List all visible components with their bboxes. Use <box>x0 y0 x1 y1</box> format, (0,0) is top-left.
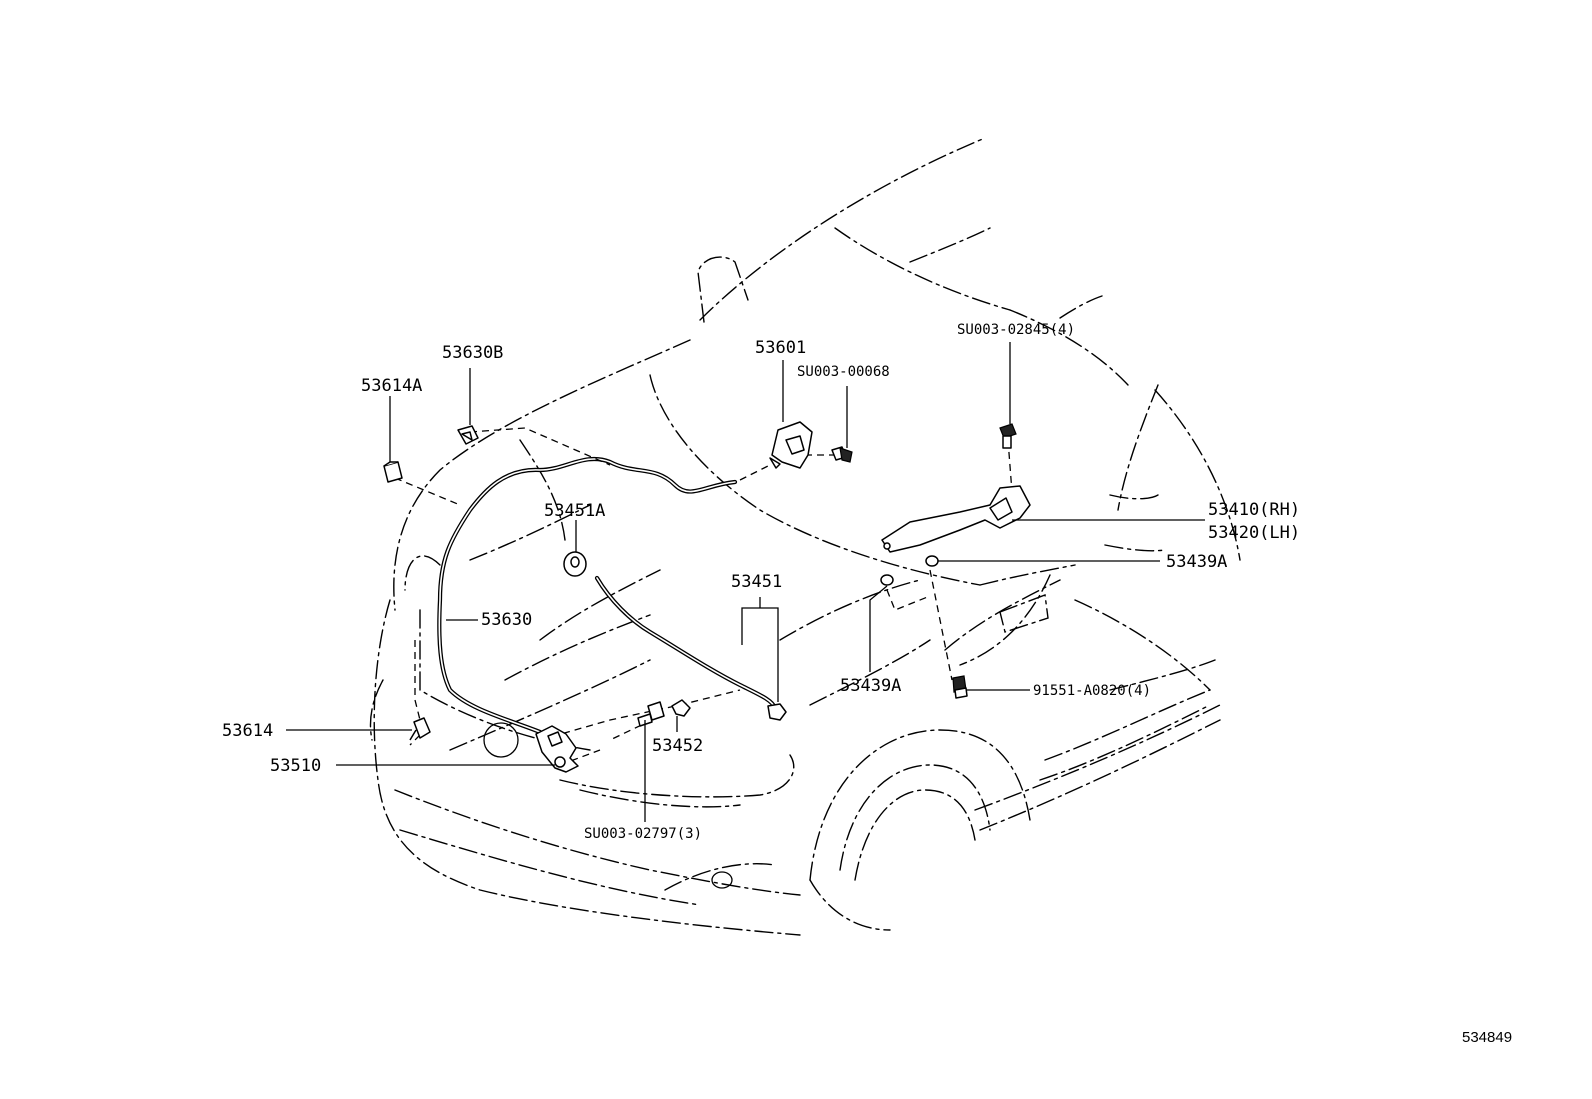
callout-91551-a0820: 91551-A0820(4) <box>1033 683 1151 699</box>
clip-53614a-icon <box>383 461 403 483</box>
bolt-su003-02797-icon <box>637 701 665 727</box>
callout-53630b: 53630B <box>442 343 503 363</box>
clip-53614-icon <box>409 717 431 741</box>
assembly-lines <box>394 427 1013 766</box>
diagram-reference-number: 534849 <box>1462 1029 1512 1046</box>
callout-53510: 53510 <box>270 756 321 776</box>
callout-53439a-lower: 53439A <box>840 676 901 696</box>
screw-su003-00068-icon <box>831 446 853 463</box>
hood-lock-53510-icon <box>535 725 579 773</box>
callout-su003-00068: SU003-00068 <box>797 364 890 380</box>
callout-53601: 53601 <box>755 338 806 358</box>
callout-53614: 53614 <box>222 721 273 741</box>
clip-53630b-icon <box>457 425 479 445</box>
hood-lock-control-cable-53451 <box>594 575 778 711</box>
callout-53451a: 53451A <box>544 501 605 521</box>
callout-53614a: 53614A <box>361 376 422 396</box>
vehicle-outline <box>369 137 1241 936</box>
callout-53451: 53451 <box>731 572 782 592</box>
hood-release-cable-53630 <box>437 456 738 735</box>
hood-hinge-53410-53420-icon <box>881 485 1031 553</box>
grommet-53451a-icon <box>563 551 587 577</box>
cable-end-53451-icon <box>767 703 787 721</box>
callout-53410-rh: 53410(RH) <box>1208 500 1300 520</box>
callout-labels: 53630B 53614A 53601 SU003-00068 SU003-02… <box>222 322 1512 1046</box>
hood-release-lever-53601-icon <box>769 421 813 469</box>
callout-53439a-right: 53439A <box>1166 552 1227 572</box>
bolt-su003-02845-icon <box>999 423 1017 449</box>
callout-su003-02797: SU003-02797(3) <box>584 826 702 842</box>
callout-su003-02845: SU003-02845(4) <box>957 322 1075 338</box>
callout-53630: 53630 <box>481 610 532 630</box>
leader-lines <box>286 342 1205 822</box>
callout-53420-lh: 53420(LH) <box>1208 523 1300 543</box>
clamp-53452-icon <box>671 699 691 717</box>
callout-53452: 53452 <box>652 736 703 756</box>
bolt-91551-a0820-icon <box>952 675 968 699</box>
